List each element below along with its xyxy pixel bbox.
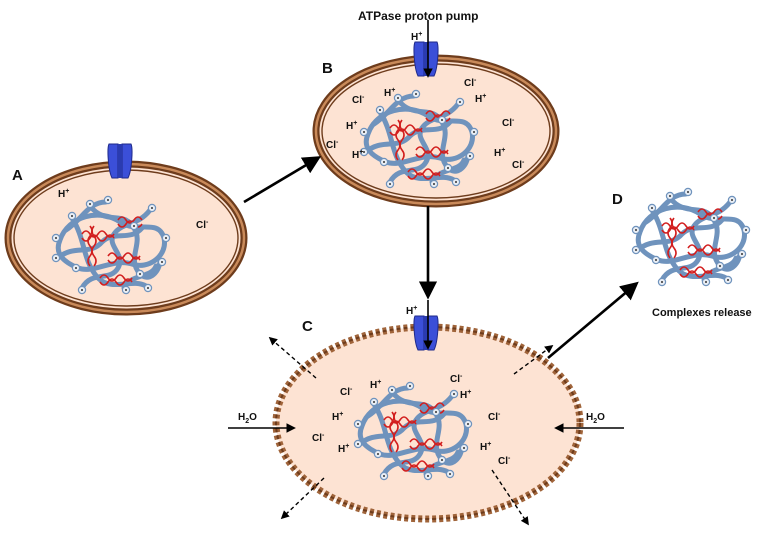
ion-h-b2: H+ — [346, 120, 357, 132]
ion-h-pump-c: H+ — [406, 305, 417, 317]
polyplex-d-released — [632, 188, 749, 285]
ion-h-c3: H+ — [338, 443, 349, 455]
ion-h-c2: H+ — [332, 411, 343, 423]
ion-cl-b3: Cl- — [464, 77, 477, 89]
ion-h-pump-b: H+ — [411, 31, 422, 43]
proton-pump-c-icon — [413, 315, 439, 351]
label-b: B — [322, 60, 333, 77]
ion-cl-c1: Cl- — [340, 386, 353, 398]
ion-h-b5: H+ — [494, 147, 505, 159]
endosome-a — [4, 143, 248, 316]
rupture-arrow-bottom-right — [491, 469, 529, 526]
water-label-left: H2O — [238, 412, 257, 425]
arrow-a-to-b — [243, 156, 322, 204]
proton-pump-b-icon — [413, 41, 439, 77]
proton-pump-a-icon — [107, 143, 133, 179]
ion-h-c4: H+ — [460, 389, 471, 401]
endosome-c — [272, 315, 584, 523]
ion-h-b3: H+ — [352, 149, 363, 161]
label-c: C — [302, 318, 313, 335]
arrow-c-to-d — [547, 281, 639, 359]
ion-h-c5: H+ — [480, 441, 491, 453]
label-a: A — [12, 167, 23, 184]
release-label: Complexes release — [652, 307, 752, 319]
rupture-arrow-top-right — [513, 345, 554, 375]
ion-cl-c3: Cl- — [450, 373, 463, 385]
ion-h-b4: H+ — [475, 93, 486, 105]
ion-cl-c2: Cl- — [312, 432, 325, 444]
ion-cl-b4: Cl- — [502, 117, 515, 129]
water-label-right: H2O — [586, 412, 605, 425]
ion-cl-b1: Cl- — [352, 94, 365, 106]
ion-cl-a: Cl- — [196, 219, 209, 231]
ion-h-a: H+ — [58, 188, 69, 200]
ion-cl-c4: Cl- — [488, 411, 501, 423]
label-d: D — [612, 191, 623, 208]
ion-h-b1: H+ — [384, 87, 395, 99]
ion-cl-b2: Cl- — [326, 139, 339, 151]
ion-h-c1: H+ — [370, 379, 381, 391]
pump-label: ATPase proton pump — [358, 9, 478, 23]
rupture-arrow-bottom-left — [280, 477, 325, 520]
endosome-b — [312, 41, 560, 208]
ion-cl-c5: Cl- — [498, 455, 511, 467]
rupture-arrow-top-left — [268, 336, 317, 379]
ion-cl-b5: Cl- — [512, 159, 525, 171]
